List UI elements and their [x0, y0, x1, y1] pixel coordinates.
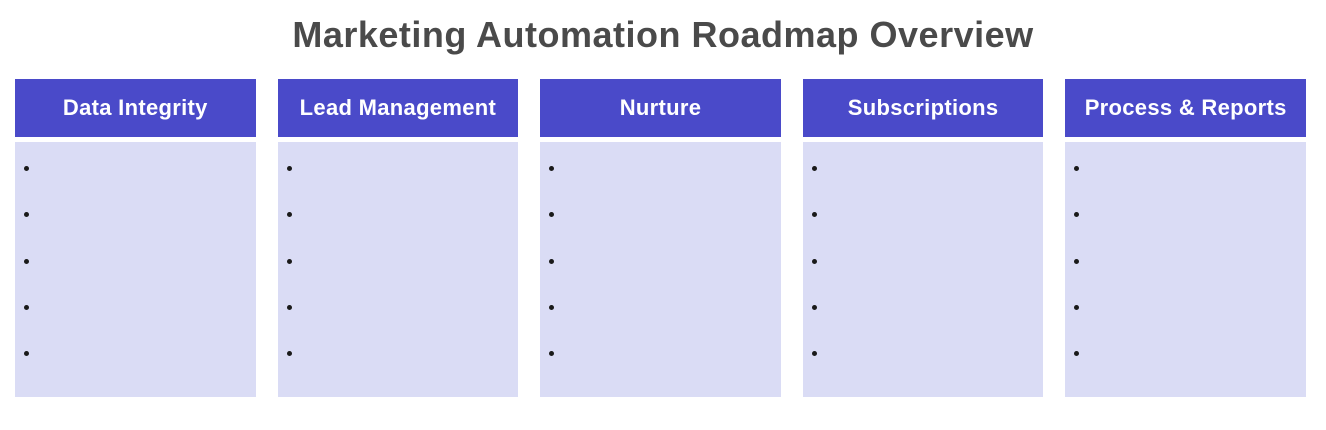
bullet-icon	[1074, 351, 1080, 357]
list-item	[24, 258, 246, 304]
bullet-list	[1074, 165, 1296, 396]
list-item	[811, 165, 1034, 211]
bullet-icon	[286, 304, 292, 310]
bullet-icon	[286, 351, 292, 357]
bullet-icon	[549, 304, 555, 310]
column-body	[15, 142, 256, 397]
list-item	[1074, 350, 1296, 396]
list-item	[24, 211, 246, 257]
column-header: Nurture	[540, 79, 781, 137]
list-item	[549, 350, 771, 396]
bullet-list	[811, 165, 1034, 396]
list-item	[549, 165, 771, 211]
list-item	[24, 165, 246, 211]
bullet-icon	[24, 304, 29, 310]
list-item	[811, 211, 1034, 257]
list-item	[24, 304, 246, 350]
bullet-icon	[811, 212, 817, 218]
bullet-icon	[286, 258, 292, 264]
list-item	[1074, 258, 1296, 304]
column-header: Data Integrity	[15, 79, 256, 137]
list-item	[286, 258, 509, 304]
bullet-icon	[1074, 212, 1080, 218]
column-body	[540, 142, 781, 397]
list-item	[286, 211, 509, 257]
roadmap-column-process-reports: Process & Reports	[1065, 79, 1306, 397]
bullet-icon	[811, 304, 817, 310]
list-item	[811, 350, 1034, 396]
list-item	[811, 258, 1034, 304]
roadmap-board: Data Integrity Lead Management	[15, 79, 1306, 397]
list-item	[286, 165, 509, 211]
roadmap-column-nurture: Nurture	[540, 79, 781, 397]
column-body	[802, 142, 1044, 397]
column-body	[277, 142, 519, 397]
roadmap-column-data-integrity: Data Integrity	[15, 79, 256, 397]
list-item	[811, 304, 1034, 350]
column-header: Subscriptions	[802, 79, 1044, 137]
list-item	[286, 350, 509, 396]
list-item	[1074, 211, 1296, 257]
list-item	[286, 304, 509, 350]
bullet-icon	[24, 212, 29, 218]
column-body	[1065, 142, 1306, 397]
bullet-icon	[549, 258, 555, 264]
roadmap-column-subscriptions: Subscriptions	[802, 79, 1044, 397]
bullet-icon	[811, 258, 817, 264]
roadmap-column-lead-management: Lead Management	[277, 79, 519, 397]
bullet-icon	[24, 166, 29, 171]
page-title: Marketing Automation Roadmap Overview	[292, 14, 1034, 55]
bullet-icon	[811, 166, 817, 171]
bullet-icon	[24, 258, 29, 264]
bullet-icon	[286, 166, 292, 171]
list-item	[549, 304, 771, 350]
bullet-list	[286, 165, 509, 396]
bullet-list	[549, 165, 771, 396]
bullet-icon	[549, 351, 555, 357]
bullet-icon	[549, 212, 555, 218]
bullet-icon	[1074, 304, 1080, 310]
column-header: Lead Management	[277, 79, 519, 137]
bullet-list	[24, 165, 246, 396]
list-item	[549, 211, 771, 257]
bullet-icon	[1074, 166, 1080, 171]
bullet-icon	[811, 351, 817, 357]
list-item	[1074, 304, 1296, 350]
bullet-icon	[1074, 258, 1080, 264]
bullet-icon	[24, 351, 29, 357]
list-item	[24, 350, 246, 396]
bullet-icon	[549, 166, 555, 171]
column-header: Process & Reports	[1065, 79, 1306, 137]
bullet-icon	[286, 212, 292, 218]
list-item	[1074, 165, 1296, 211]
list-item	[549, 258, 771, 304]
